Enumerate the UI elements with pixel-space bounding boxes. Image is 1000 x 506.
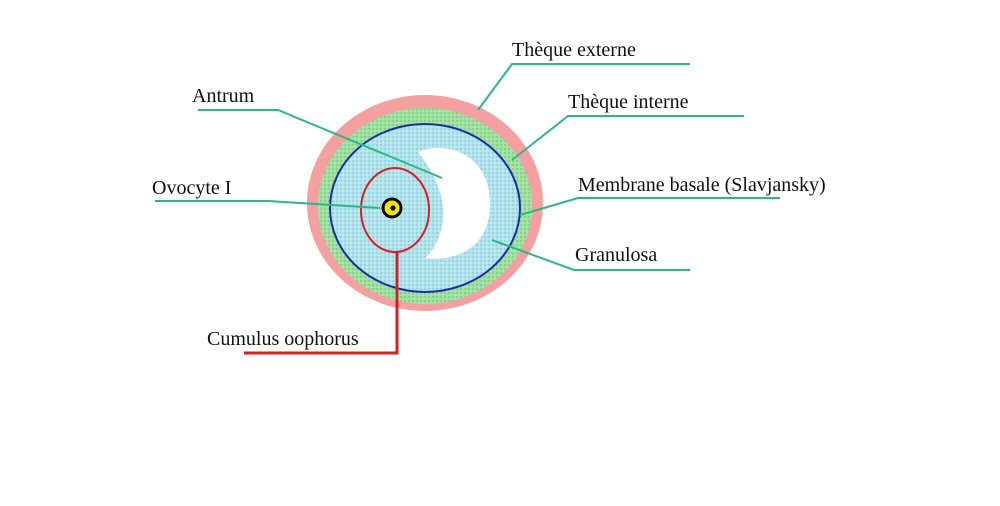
leader-cumulus bbox=[244, 252, 399, 355]
leader-theque-externe bbox=[477, 63, 690, 111]
label-theque-interne: Thèque interne bbox=[568, 91, 689, 113]
label-ovocyte: Ovocyte I bbox=[152, 177, 231, 199]
leader-granulosa bbox=[491, 239, 690, 271]
leader-ovocyte bbox=[155, 200, 381, 209]
ovocyte-nucleus bbox=[390, 205, 396, 211]
leader-membrane-basale bbox=[519, 197, 780, 216]
membrane-basale-line bbox=[329, 123, 521, 293]
label-cumulus-oophorus: Cumulus oophorus bbox=[207, 328, 359, 350]
label-antrum: Antrum bbox=[192, 85, 255, 107]
leader-antrum bbox=[198, 109, 443, 179]
label-membrane-basale: Membrane basale (Slavjansky) bbox=[578, 174, 826, 196]
leader-lines bbox=[155, 63, 780, 271]
label-granulosa: Granulosa bbox=[575, 244, 657, 266]
cumulus-oophorus-outline bbox=[360, 167, 430, 253]
label-theque-externe: Thèque externe bbox=[512, 39, 636, 61]
leader-theque-interne bbox=[511, 115, 744, 161]
